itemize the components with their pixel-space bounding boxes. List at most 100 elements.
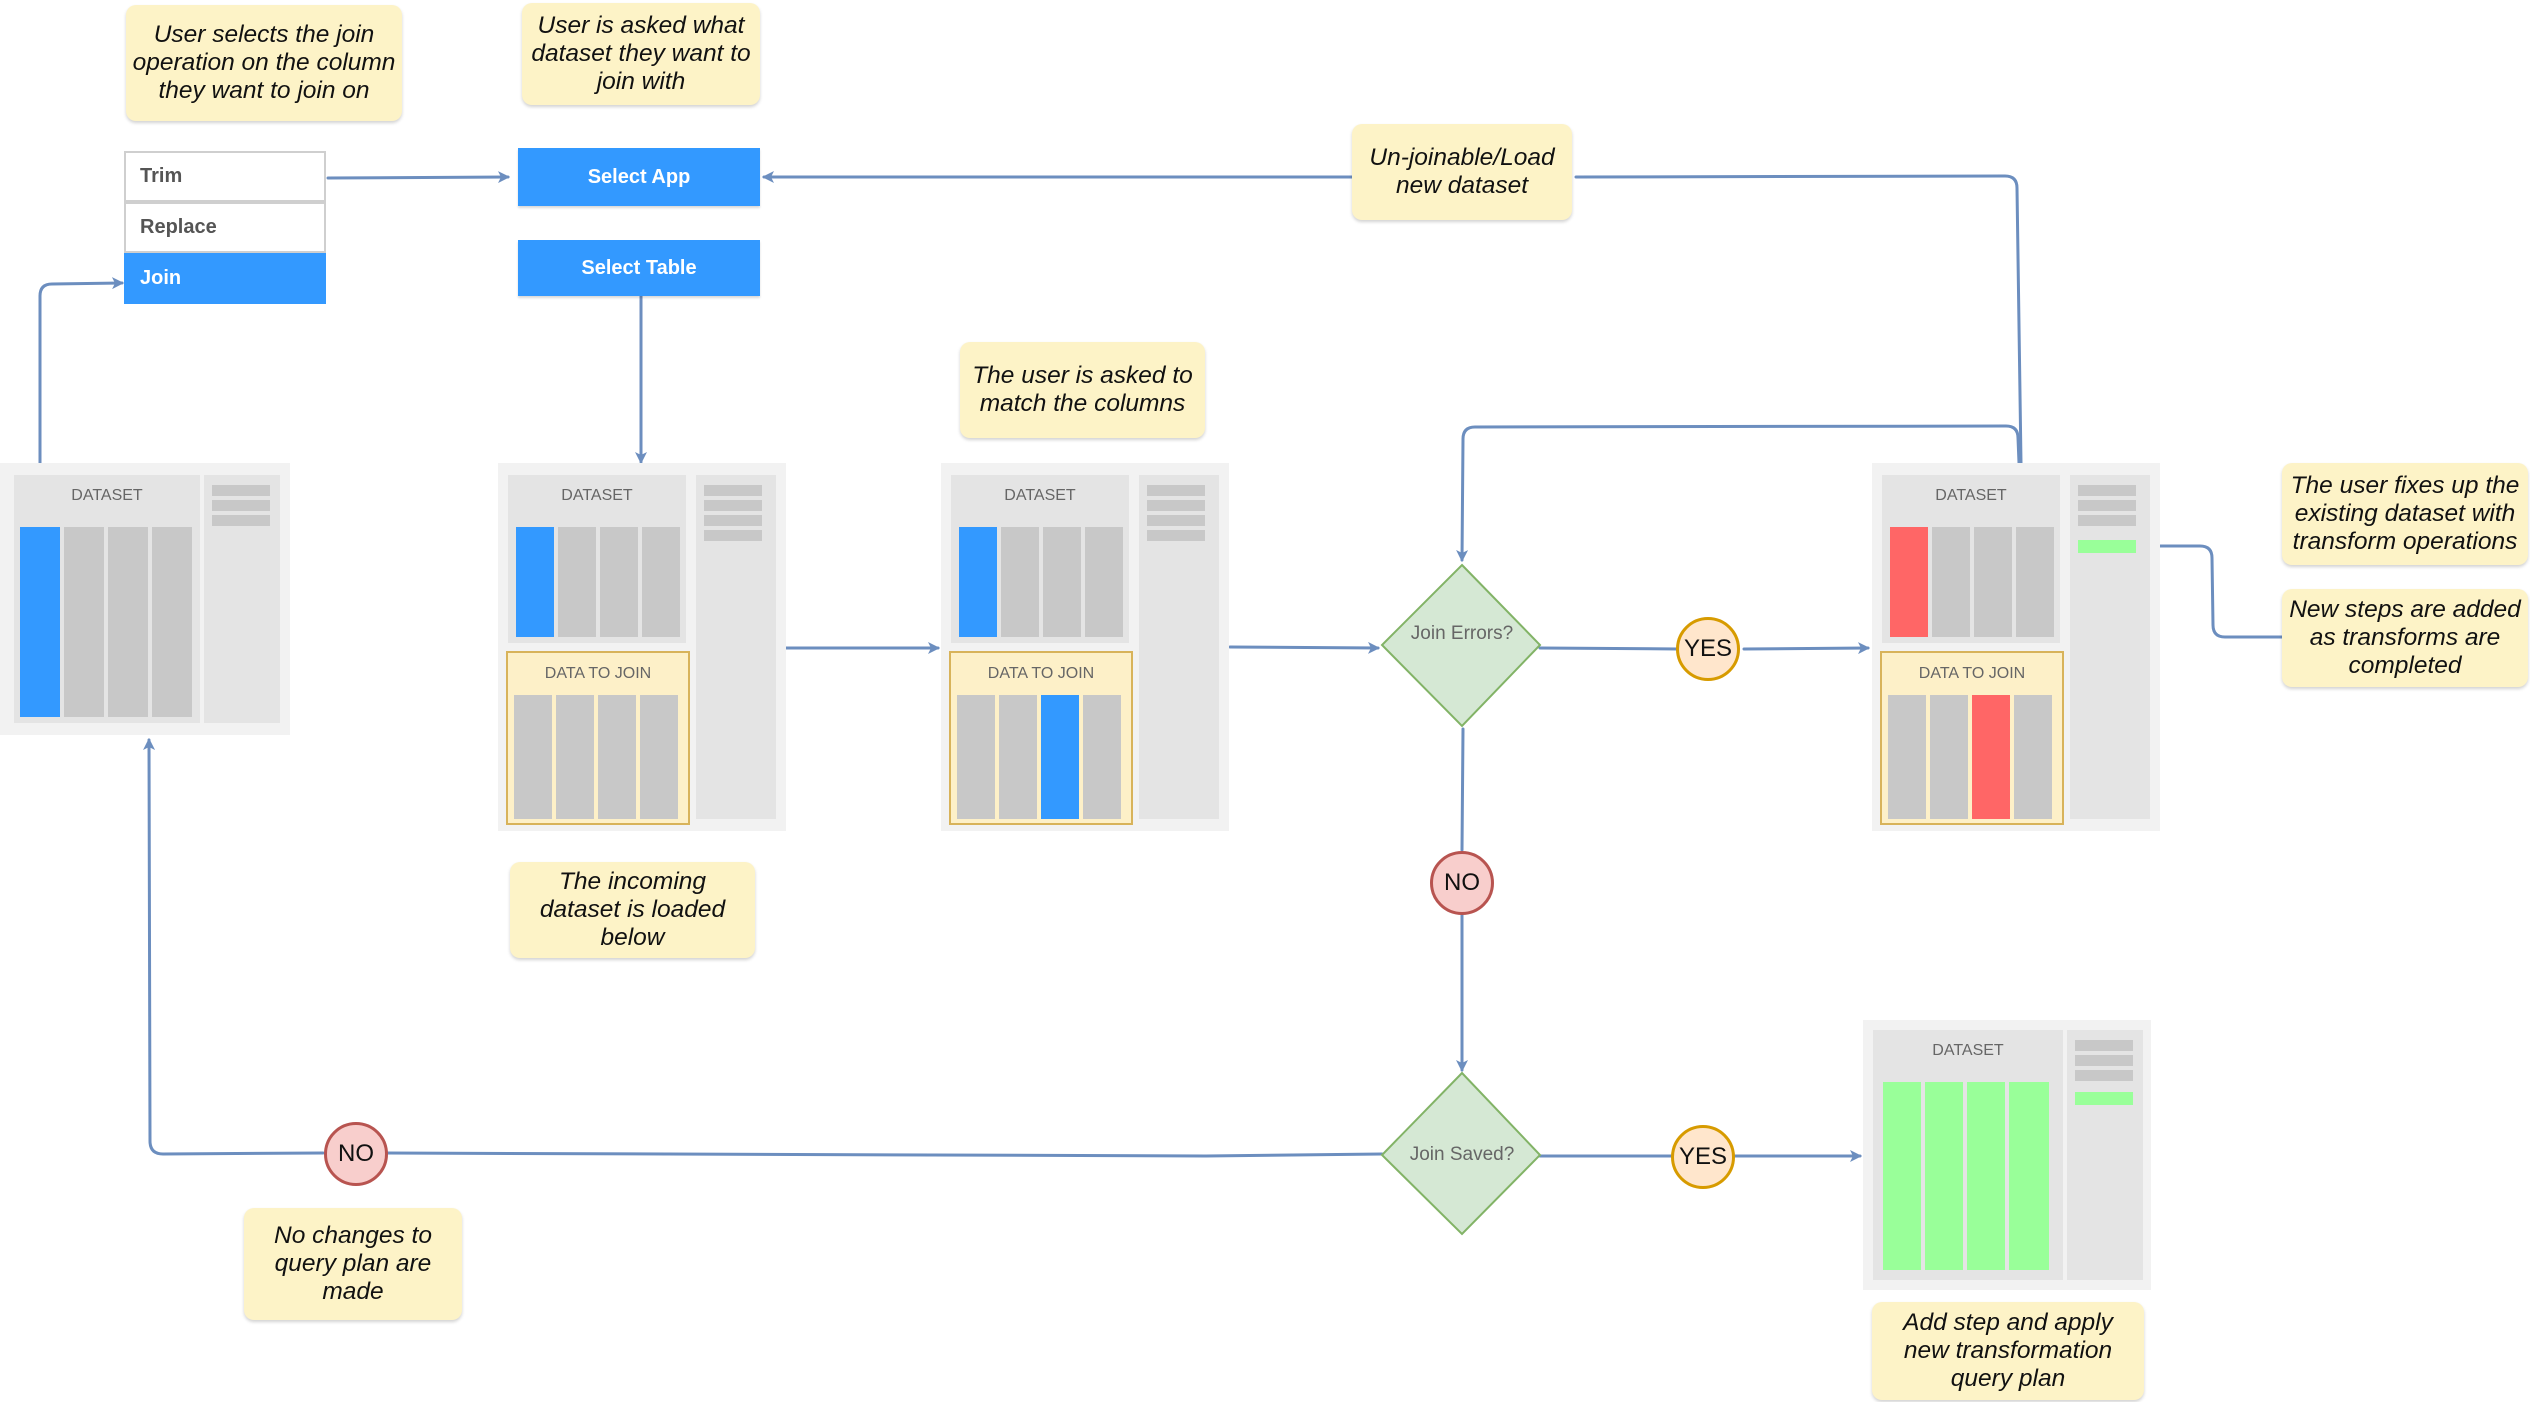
no-badge-saved: NO	[324, 1122, 388, 1186]
arrow-panel5-to-diamond	[1456, 424, 2021, 562]
dataset-label: DATASET	[1932, 1042, 2004, 1059]
step-line	[212, 515, 270, 526]
step-line	[212, 500, 270, 511]
step-line	[704, 530, 762, 541]
dataset-area: DATASET	[508, 475, 686, 643]
column-selected	[516, 527, 554, 637]
step-line	[2078, 485, 2136, 496]
step-line	[212, 485, 270, 496]
column	[152, 527, 192, 717]
arrow-panel5-to-select-app	[764, 176, 2023, 465]
step-line-new	[2078, 540, 2136, 553]
join-column	[957, 695, 995, 819]
data-to-join-label: DATA TO JOIN	[544, 665, 652, 682]
join-column	[999, 695, 1037, 819]
step-line	[1147, 515, 1205, 526]
join-column-matched	[1041, 695, 1079, 819]
step-line	[1147, 500, 1205, 511]
no-badge-errors: NO	[1430, 851, 1494, 915]
step-line	[704, 500, 762, 511]
join-column	[1930, 695, 1968, 819]
menu-item-join[interactable]: Join	[124, 253, 326, 304]
dataset-panel-match: DATASET DATA TO JOIN	[941, 463, 1229, 831]
column-joined	[1925, 1082, 1963, 1270]
column	[108, 527, 148, 717]
join-column-error	[1972, 695, 2010, 819]
arrow-diamond-down-to-saved	[1462, 727, 1463, 1070]
dataset-panel-final: DATASET	[1863, 1020, 2151, 1290]
step-line-new	[2075, 1092, 2133, 1105]
note-no-changes: No changes to query plan are made	[244, 1208, 462, 1320]
column-joined	[2009, 1082, 2049, 1270]
column	[64, 527, 104, 717]
decision-join-errors: Join Errors?	[1410, 623, 1514, 644]
steps-sidebar	[1139, 475, 1219, 819]
dataset-panel-incoming: DATASET DATA TO JOIN	[498, 463, 786, 831]
decision-join-errors-shape	[1380, 563, 1542, 728]
data-to-join-label: DATA TO JOIN	[1918, 665, 2026, 682]
column	[2016, 527, 2054, 637]
decision-join-saved: Join Saved?	[1409, 1144, 1515, 1165]
column	[558, 527, 596, 637]
note-join-operation: User selects the join operation on the c…	[126, 5, 402, 121]
column	[1932, 527, 1970, 637]
arrow-dataset-to-join-menu	[38, 277, 124, 467]
note-new-steps: New steps are added as transforms are co…	[2282, 589, 2528, 687]
dataset-label: DATASET	[1935, 487, 2007, 504]
column-joined	[1883, 1082, 1921, 1270]
steps-sidebar	[2070, 475, 2150, 819]
column-error	[1890, 527, 1928, 637]
step-line	[2075, 1040, 2133, 1051]
column-joined	[1967, 1082, 2005, 1270]
decision-join-saved-shape	[1380, 1071, 1542, 1236]
step-line	[2078, 500, 2136, 511]
column-selected	[959, 527, 997, 637]
note-unjoinable: Un-joinable/Load new dataset	[1352, 124, 1572, 220]
yes-badge-saved: YES	[1671, 1125, 1735, 1189]
arrow-panel3-to-diamond	[1228, 641, 1380, 654]
menu-item-trim[interactable]: Trim	[124, 151, 326, 202]
step-line	[704, 485, 762, 496]
column	[600, 527, 638, 637]
steps-sidebar	[204, 475, 280, 723]
dataset-area: DATASET	[1873, 1030, 2063, 1280]
data-to-join-box: DATA TO JOIN	[506, 651, 690, 825]
step-line	[1147, 485, 1205, 496]
transform-menu: Trim Replace Join	[124, 151, 326, 308]
step-line	[1147, 530, 1205, 541]
join-column	[556, 695, 594, 819]
yes-badge-errors: YES	[1676, 617, 1740, 681]
step-line	[2078, 515, 2136, 526]
dataset-area: DATASET	[1882, 475, 2060, 643]
arrow-diamond-to-yes1	[1538, 648, 1868, 649]
menu-item-replace[interactable]: Replace	[124, 202, 326, 253]
data-to-join-label: DATA TO JOIN	[987, 665, 1095, 682]
data-to-join-box: DATA TO JOIN	[949, 651, 1133, 825]
select-table-button[interactable]: Select Table	[518, 240, 760, 296]
column	[1974, 527, 2012, 637]
column	[1001, 527, 1039, 637]
step-line	[704, 515, 762, 526]
arrow-menu-to-select-app	[326, 171, 510, 184]
dataset-panel-errors: DATASET DATA TO JOIN	[1872, 463, 2160, 831]
step-line	[2075, 1070, 2133, 1081]
note-incoming-dataset: The incoming dataset is loaded below	[510, 862, 755, 958]
column	[1085, 527, 1123, 637]
dataset-label: DATASET	[71, 487, 143, 504]
join-column	[1083, 695, 1121, 819]
dataset-area: DATASET	[951, 475, 1129, 643]
join-column	[598, 695, 636, 819]
note-fixes-dataset: The user fixes up the existing dataset w…	[2282, 463, 2528, 565]
join-column	[1888, 695, 1926, 819]
join-column	[514, 695, 552, 819]
steps-sidebar	[696, 475, 776, 819]
data-to-join-box: DATA TO JOIN	[1880, 651, 2064, 825]
dataset-label: DATASET	[1004, 487, 1076, 504]
step-line	[2075, 1055, 2133, 1066]
steps-sidebar	[2067, 1030, 2143, 1280]
dataset-label: DATASET	[561, 487, 633, 504]
join-column	[2014, 695, 2052, 819]
select-app-button[interactable]: Select App	[518, 148, 760, 206]
